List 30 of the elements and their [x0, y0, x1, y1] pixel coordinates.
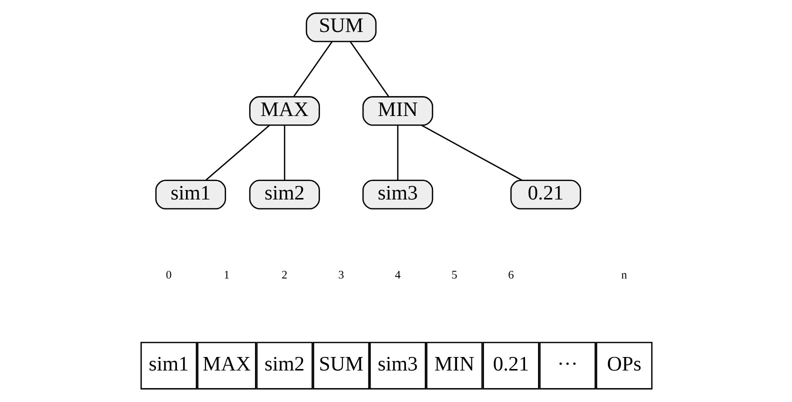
node-box: sim1	[154, 180, 226, 210]
node-box: OPs	[595, 342, 652, 390]
node-box: sim2	[256, 342, 312, 390]
node-box: SUM	[312, 342, 369, 390]
node-box: MAX	[196, 342, 256, 390]
connector	[349, 41, 389, 97]
label: 2	[281, 268, 287, 282]
node-box: sim3	[368, 342, 426, 390]
connector	[283, 125, 285, 180]
node-box: sim2	[248, 180, 320, 210]
node-box: sim1	[140, 342, 197, 390]
connector	[205, 124, 270, 180]
node-box: sim3	[362, 180, 433, 210]
label: 1	[223, 268, 230, 282]
label: 0	[165, 268, 172, 282]
connector	[292, 41, 332, 97]
node-box: 0.21	[510, 180, 581, 210]
label: 6	[508, 268, 514, 282]
node-box: MAX	[248, 96, 320, 126]
node-box: 0.21	[482, 342, 539, 390]
node-box: SUM	[305, 12, 376, 42]
label: 3	[338, 268, 344, 282]
label: n	[620, 268, 627, 282]
connector	[420, 124, 522, 181]
node-box: MIN	[426, 342, 482, 390]
node-box: MIN	[362, 96, 433, 126]
node-box: ···	[538, 342, 596, 390]
connector	[396, 125, 398, 180]
label: 5	[451, 268, 457, 282]
label: 4	[394, 268, 400, 282]
